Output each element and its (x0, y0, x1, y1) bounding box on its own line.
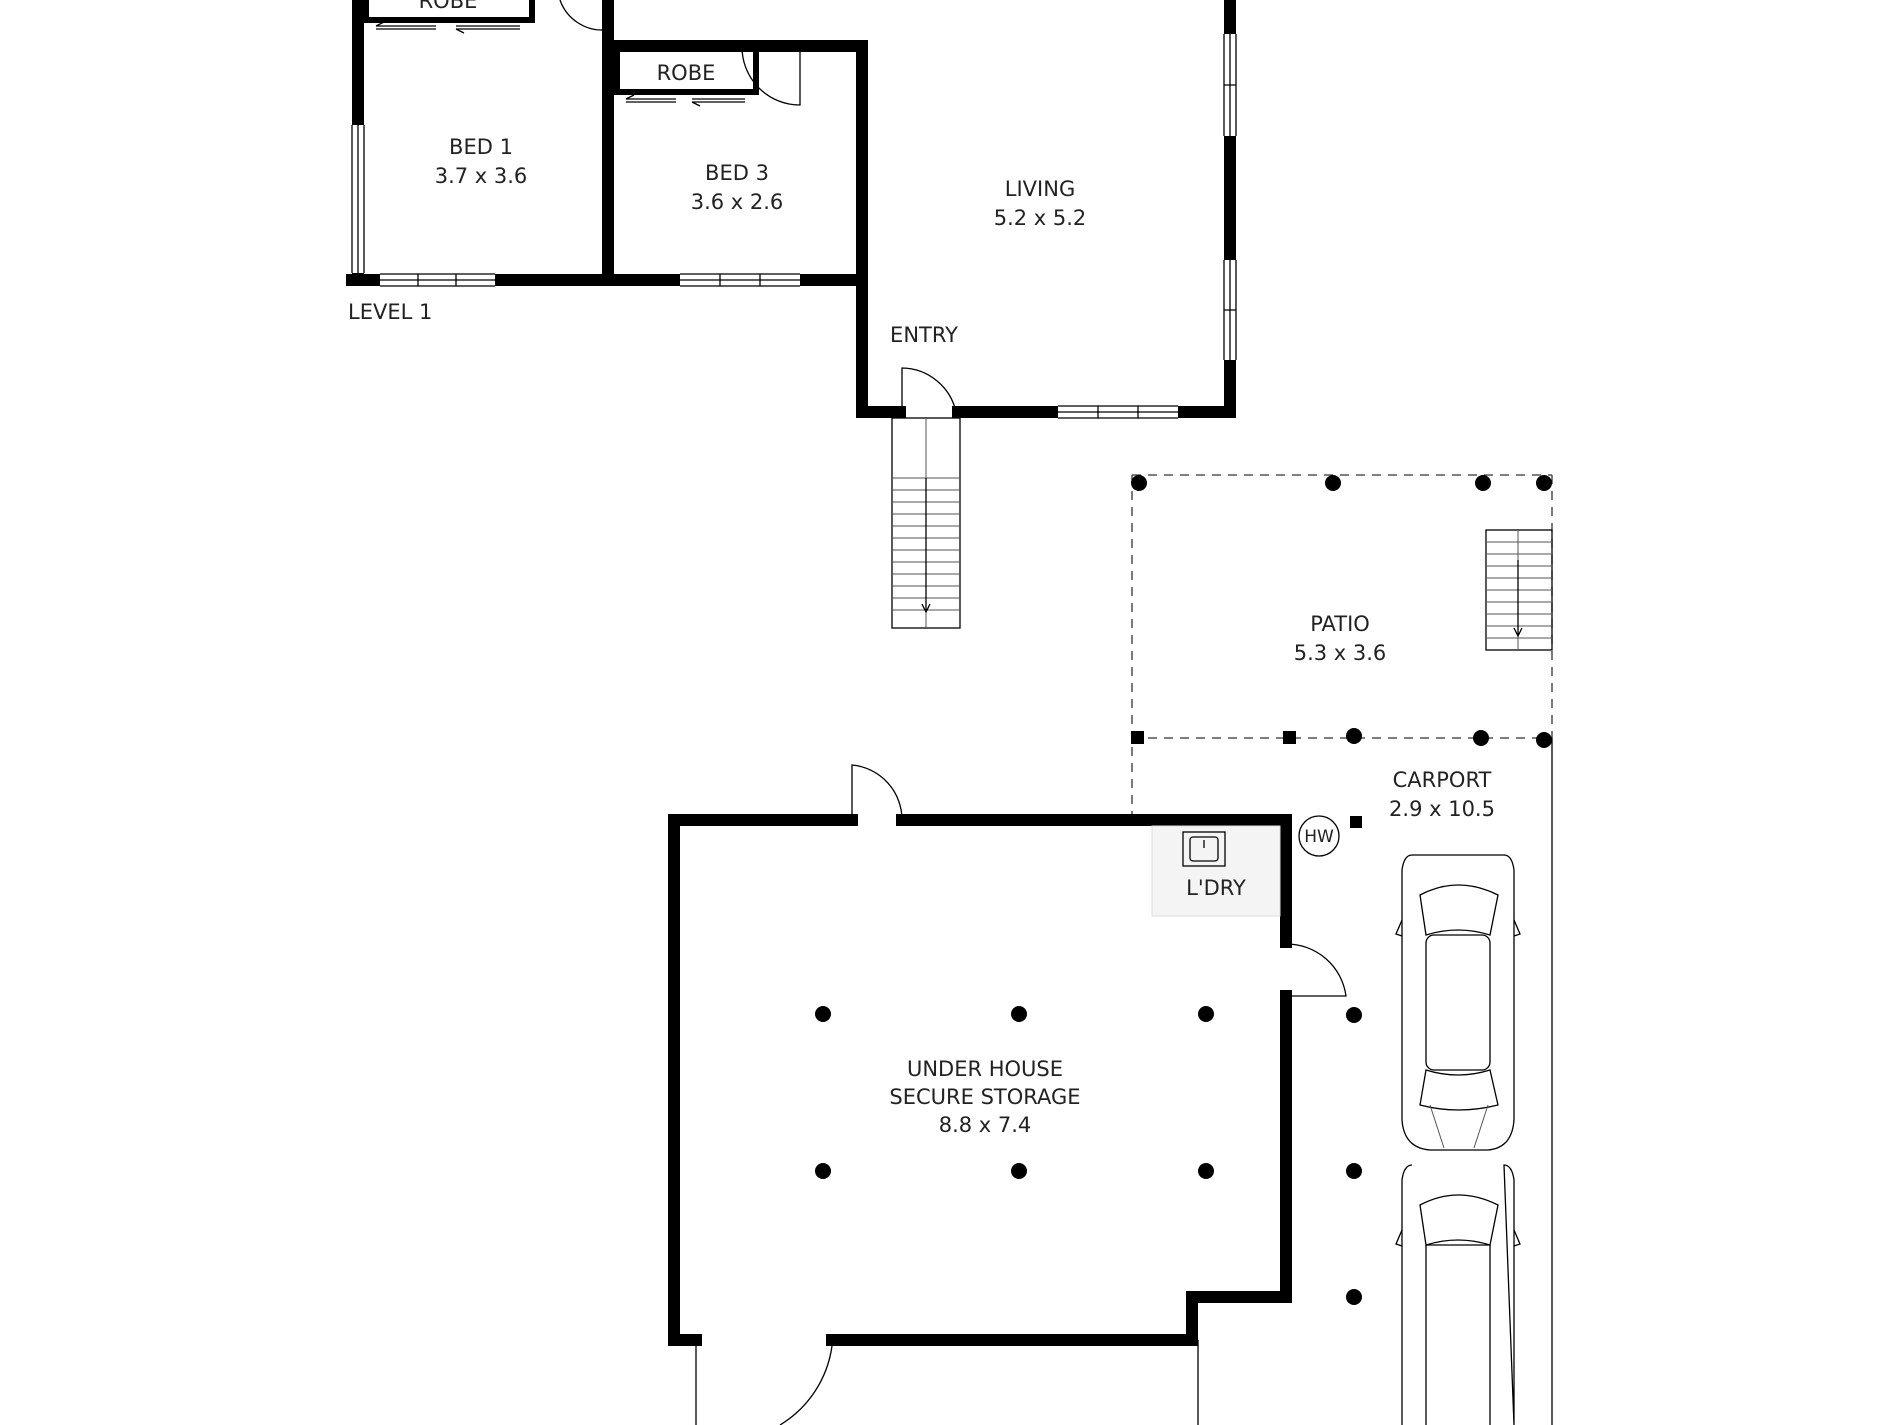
robe-2-label: ROBE (657, 61, 716, 85)
patio-name: PATIO (1310, 612, 1370, 636)
bed3-size: 3.6 x 2.6 (691, 190, 784, 214)
hot-water-unit (1298, 815, 1340, 857)
patio-stairs (1485, 529, 1553, 651)
living-name: LIVING (1005, 177, 1075, 201)
bed1-name: BED 1 (449, 135, 513, 159)
level-1-windows (351, 34, 1237, 419)
storage-name-line2: SECURE STORAGE (889, 1085, 1080, 1109)
level-label: LEVEL 1 (348, 300, 432, 324)
hot-water-label: HW (1304, 827, 1334, 847)
laundry-label: L'DRY (1186, 876, 1246, 900)
entry-label: ENTRY (890, 323, 958, 347)
storage-name-line1: UNDER HOUSE (907, 1057, 1063, 1081)
storage-doors (695, 764, 1347, 1425)
car-2 (1395, 1164, 1521, 1425)
bed3-name: BED 3 (705, 161, 769, 185)
laundry-tub (1151, 825, 1281, 917)
level-1-walls (346, 0, 1236, 418)
bed1-size: 3.7 x 3.6 (435, 164, 528, 188)
level-1-doors (559, 0, 957, 413)
entry-stairs (891, 417, 961, 629)
storage-size: 8.8 x 7.4 (939, 1113, 1032, 1137)
robe-2-unit (614, 49, 759, 107)
storage-walls (668, 814, 1292, 1346)
carport-name: CARPORT (1393, 768, 1492, 792)
carport-size: 2.9 x 10.5 (1389, 797, 1495, 821)
robe-1-label: ROBE (419, 0, 478, 13)
living-size: 5.2 x 5.2 (994, 206, 1087, 230)
robe-1-unit (363, 0, 535, 34)
patio-size: 5.3 x 3.6 (1294, 641, 1387, 665)
support-posts (815, 475, 1552, 1305)
car-1 (1395, 854, 1521, 1151)
